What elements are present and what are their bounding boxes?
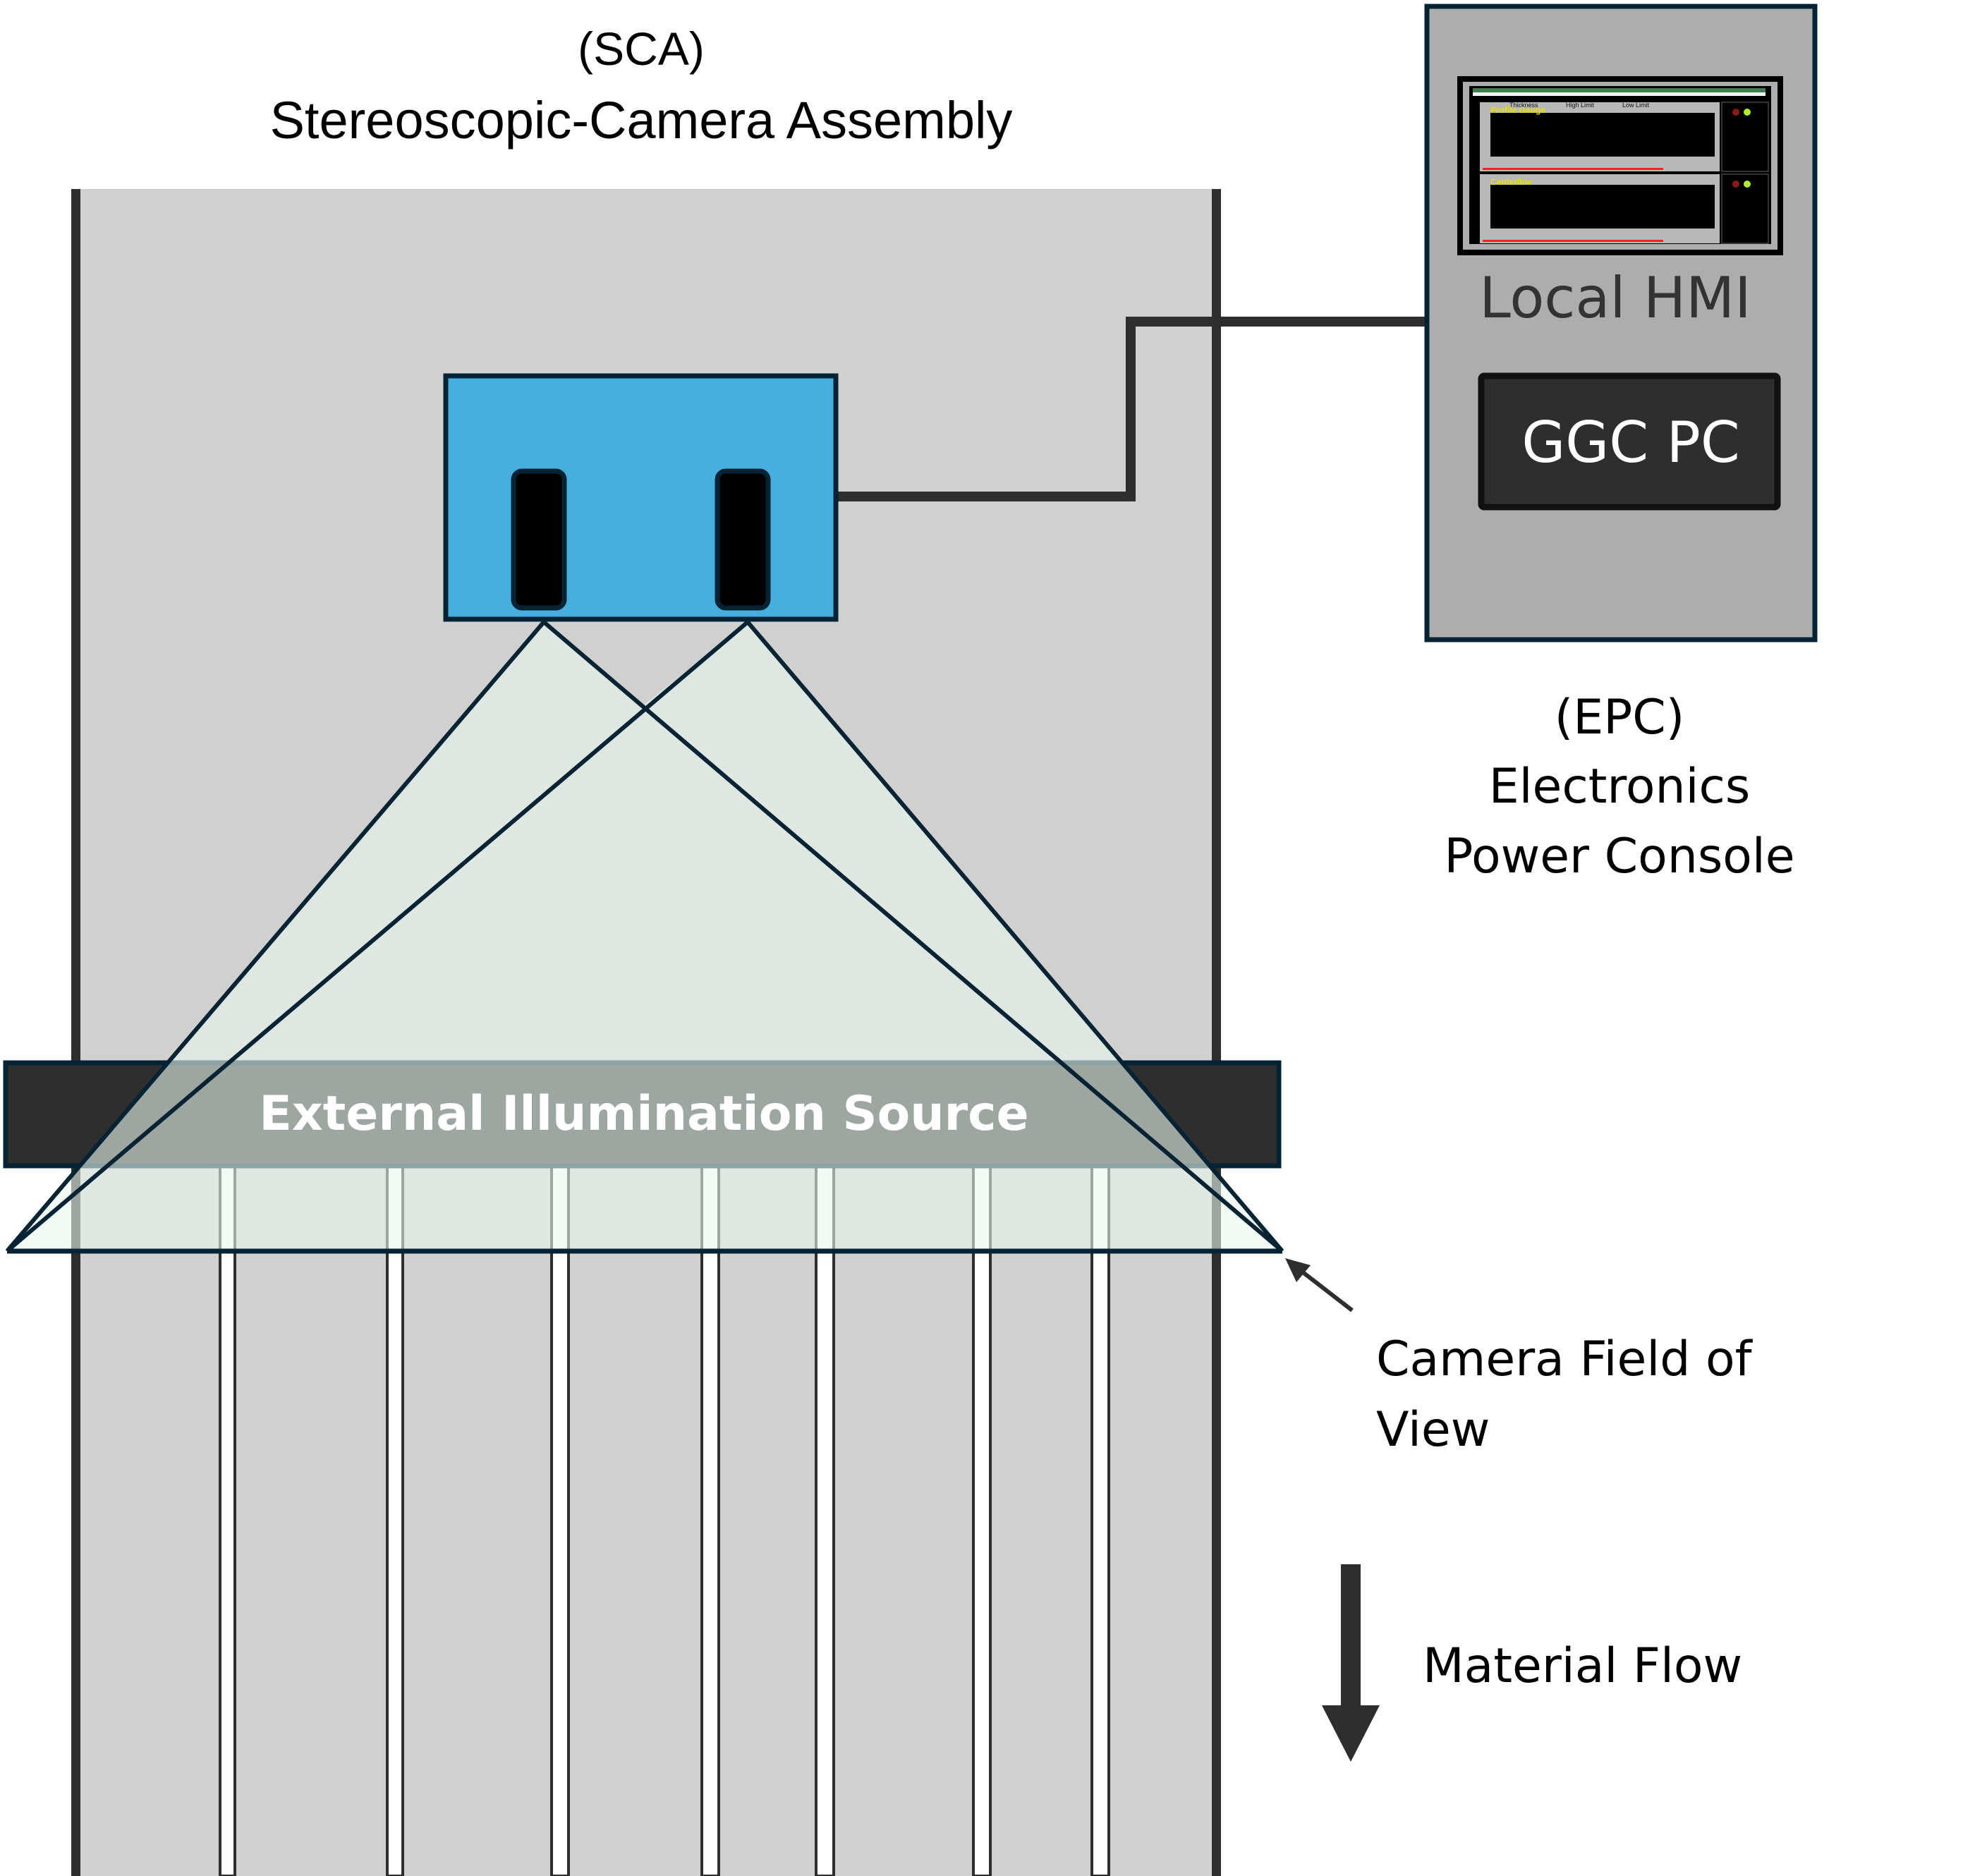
fov-right-camera-right-edge	[746, 621, 1284, 1253]
material-flow-label: Material Flow	[1423, 1638, 1742, 1694]
fov-left-camera-left-edge	[5, 621, 546, 1253]
epc-title-line2: Power Console	[1444, 829, 1794, 884]
sca-abbreviation: (SCA)	[578, 23, 705, 75]
camera-lens-right	[715, 468, 771, 611]
hmi-legend-thickness: Thickness	[1509, 102, 1538, 109]
local-hmi-label: Local HMI	[1479, 265, 1751, 331]
lane-gap-7	[1090, 1164, 1110, 1876]
hmi-panel1-status-red	[1732, 109, 1739, 116]
hmi-window-menubar	[1473, 92, 1766, 96]
camera-body	[443, 373, 839, 622]
material-flow-indicator	[1322, 1564, 1380, 1762]
ggc-pc-label: GGC PC	[1521, 410, 1739, 475]
local-hmi-monitor[interactable]: Profile Gauge Centerline Thickness High …	[1457, 76, 1783, 255]
ggc-pc[interactable]: GGC PC	[1478, 372, 1781, 511]
fov-label-line2: View	[1376, 1402, 1490, 1458]
hmi-legend-low-limit: Low Limit	[1622, 102, 1650, 109]
fov-right-camera-left-edge	[6, 620, 749, 1253]
hmi-panel2-title: Centerline	[1490, 177, 1532, 187]
flow-arrow-shaft	[1341, 1564, 1361, 1705]
fov-pointer-arrow	[1285, 1258, 1354, 1312]
lane-gap-4	[700, 1164, 720, 1876]
lane-gap-6	[972, 1164, 992, 1876]
hmi-panel1-title: Profile Gauge	[1490, 105, 1545, 115]
conveyor-right-rail	[1212, 189, 1221, 1876]
fov-area	[7, 622, 1282, 1251]
stereo-camera	[443, 373, 839, 622]
flow-arrow-down-icon	[1322, 1705, 1380, 1762]
sca-title: Stereoscopic-Camera Assembly	[270, 91, 1013, 150]
hmi-window-titlebar	[1473, 88, 1766, 92]
conveyor-left-rail	[71, 189, 80, 1876]
ggc-pc-box	[1478, 372, 1781, 511]
lane-gap-5	[815, 1164, 835, 1876]
epc-title-line1: Electronics	[1489, 759, 1751, 815]
fov-label-line1: Camera Field of	[1376, 1332, 1754, 1387]
lane-gap-2	[386, 1164, 404, 1876]
hmi-panel1-alarm-bar	[1483, 168, 1663, 170]
illumination-label: External Illumination Source	[259, 1086, 1028, 1142]
hmi-panel1-side	[1721, 102, 1769, 172]
hmi-panel2-status-green	[1744, 181, 1751, 188]
epc-abbreviation: (EPC)	[1555, 690, 1685, 745]
hmi-panel2-alarm-bar	[1483, 240, 1663, 242]
signal-cable	[834, 317, 1427, 501]
lane-gap-3	[550, 1164, 570, 1876]
lane-gaps	[219, 1164, 1110, 1876]
fov-arrow-head	[1285, 1258, 1311, 1282]
hmi-panel2-status-red	[1732, 181, 1739, 188]
electronics-power-console: Profile Gauge Centerline Thickness High …	[1424, 4, 1818, 642]
hmi-panel1-plot	[1490, 113, 1715, 157]
camera-field-of-view	[5, 620, 1284, 1254]
lane-gap-1	[219, 1164, 236, 1876]
fov-arrow-shaft	[1298, 1267, 1354, 1312]
hmi-legend-high-limit: High Limit	[1566, 102, 1595, 109]
fov-left-camera-right-edge	[542, 620, 1284, 1253]
hmi-panel1-status-green	[1744, 109, 1751, 116]
camera-lens-left	[511, 468, 567, 611]
hmi-panel2-plot	[1490, 185, 1715, 229]
